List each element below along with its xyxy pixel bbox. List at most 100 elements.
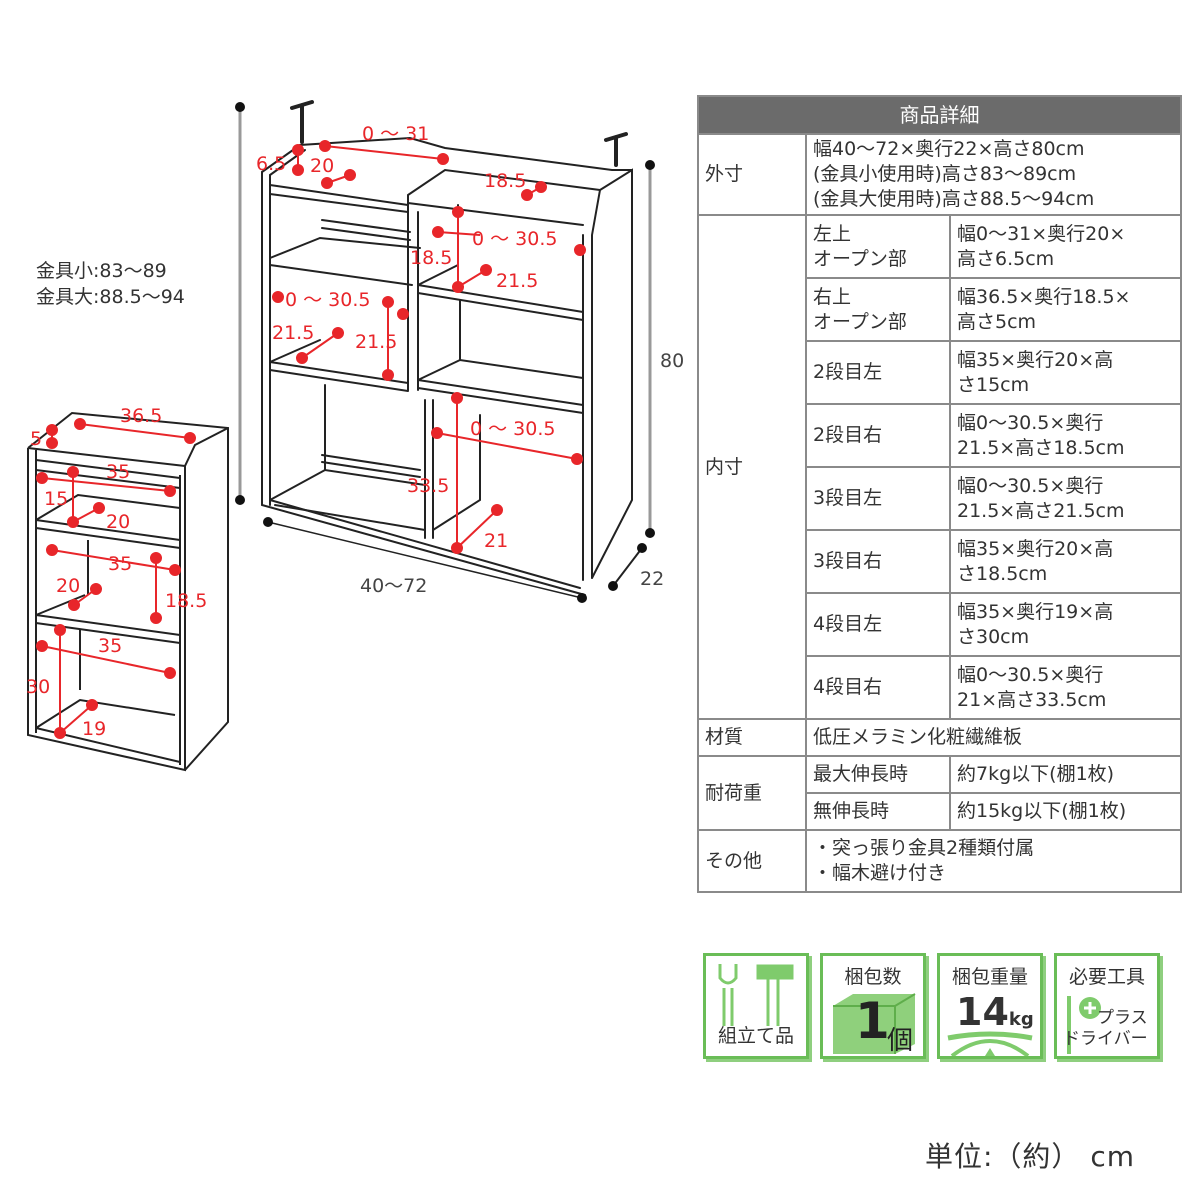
label-right2-height: 18.5: [410, 247, 452, 269]
package-weight-value: 14: [956, 990, 1009, 1034]
name-line: 右上: [813, 285, 852, 308]
load-row-name: 最大伸長時: [805, 755, 951, 794]
name-line: 左上: [813, 222, 852, 245]
inner-row-name: 3段目左: [805, 466, 951, 531]
value-line: 21.5×高さ18.5cm: [957, 436, 1125, 459]
main-outer-dimensions: 80 22 40〜72: [235, 102, 684, 603]
name-line: オープン部: [813, 310, 907, 333]
label-small-shelf3-width: 35: [108, 553, 132, 575]
small-fitting-height: 金具小:83〜89: [36, 260, 167, 282]
value-line: 高さ6.5cm: [957, 247, 1055, 270]
outer-label: 外寸: [697, 133, 807, 216]
value-line: さ18.5cm: [957, 562, 1048, 585]
value-line: 幅36.5×奥行18.5×: [957, 285, 1131, 308]
package-weight-badge: 梱包重量 14kg: [937, 953, 1043, 1059]
material-label: 材質: [697, 718, 807, 757]
label-top-right-depth: 18.5: [484, 170, 526, 192]
inner-row-value: 幅35×奥行20×高さ15cm: [949, 340, 1182, 405]
value-line: さ15cm: [957, 373, 1030, 396]
inner-row-name: 2段目右: [805, 403, 951, 468]
inner-row-name: 4段目左: [805, 592, 951, 657]
product-badges: 組立て品 梱包数 1 個 梱包重量 14kg 必要工具 プラス ドライバー: [703, 953, 1160, 1059]
required-tool-badge: 必要工具 プラス ドライバー: [1054, 953, 1160, 1059]
small-shelf-drawing: [27, 411, 229, 772]
package-weight-display: 14kg: [956, 990, 1034, 1034]
value-line: 幅0〜30.5×奥行: [957, 411, 1104, 434]
inner-label: 内寸: [697, 214, 807, 720]
label-small-top-height: 5: [30, 428, 42, 450]
table-row: 内寸 左上オープン部 幅0〜31×奥行20×高さ6.5cm: [697, 214, 1182, 720]
label-small-shelf3-height: 18.5: [165, 590, 207, 612]
load-row-name: 無伸長時: [805, 792, 951, 831]
inner-row-value: 幅36.5×奥行18.5×高さ5cm: [949, 277, 1182, 342]
main-inner-dimensions: [272, 140, 586, 554]
required-tool-title: 必要工具: [1068, 966, 1145, 988]
value-line: 21.5×高さ21.5cm: [957, 499, 1125, 522]
table-row: 外寸 幅40〜72×奥行22×高さ80cm (金具小使用時)高さ83〜89cm …: [697, 133, 1182, 216]
other-value: ・突っ張り金具2種類付属 ・幅木避け付き: [805, 829, 1182, 893]
label-small-shelf2-depth: 20: [106, 511, 130, 533]
overall-width-label: 40〜72: [360, 575, 427, 597]
inner-row-value: 幅35×奥行20×高さ18.5cm: [949, 529, 1182, 594]
inner-row-name: 4段目右: [805, 655, 951, 720]
material-value: 低圧メラミン化粧繊維板: [805, 718, 1182, 757]
package-count-value: 1: [855, 992, 890, 1050]
value-line: 幅0〜30.5×奥行: [957, 474, 1104, 497]
label-small-shelf4-depth: 19: [82, 718, 106, 740]
label-small-shelf4-width: 35: [98, 635, 122, 657]
table-row: 耐荷重 最大伸長時 約7kg以下(棚1枚): [697, 755, 1182, 831]
small-inner-dimensions: [36, 418, 196, 739]
value-line: さ30cm: [957, 625, 1030, 648]
other-line: ・突っ張り金具2種類付属: [813, 837, 1035, 859]
other-line: ・幅木避け付き: [813, 862, 947, 884]
product-spec-table: 商品詳細 外寸 幅40〜72×奥行22×高さ80cm (金具小使用時)高さ83〜…: [697, 95, 1182, 893]
load-label: 耐荷重: [697, 755, 807, 831]
value-line: 幅35×奥行20×高: [957, 537, 1114, 560]
table-row: 無伸長時 約15kg以下(棚1枚): [698, 792, 1182, 831]
outer-line: (金具大使用時)高さ88.5〜94cm: [813, 188, 1095, 210]
overall-height-label: 80: [660, 350, 684, 372]
table-row: 材質 低圧メラミン化粧繊維板: [697, 718, 1182, 757]
label-left3-depth: 21.5: [272, 322, 314, 344]
label-small-shelf2-height: 15: [44, 488, 68, 510]
label-small-top-width: 36.5: [120, 405, 162, 427]
unit-note: 単位:（約） cm: [925, 1140, 1136, 1173]
value-line: 幅0〜31×奥行20×: [957, 222, 1126, 245]
load-row-value: 約7kg以下(棚1枚): [949, 755, 1182, 794]
package-count-unit: 個: [887, 1026, 914, 1056]
main-inner-dimension-labels: 0 〜 31 6.5 20 18.5 18.5 0 〜 30.5 21.5 0 …: [256, 123, 557, 552]
label-left3-width: 0 〜 30.5: [285, 289, 370, 311]
value-line: 21×高さ33.5cm: [957, 688, 1107, 711]
tool-name-line2: ドライバー: [1063, 1029, 1148, 1049]
package-count-title: 梱包数: [844, 966, 902, 988]
inner-row-name: 3段目右: [805, 529, 951, 594]
overall-depth-label: 22: [640, 568, 664, 590]
package-count-badge: 梱包数 1 個: [820, 953, 926, 1059]
inner-row-name: 右上オープン部: [805, 277, 951, 342]
name-line: オープン部: [813, 247, 907, 270]
value-line: 高さ5cm: [957, 310, 1037, 333]
large-fitting-height: 金具大:88.5〜94: [36, 286, 185, 308]
height-with-fittings-note: 金具小:83〜89 金具大:88.5〜94: [36, 258, 185, 310]
inner-row-value: 幅0〜31×奥行20×高さ6.5cm: [949, 214, 1182, 279]
table-row: その他 ・突っ張り金具2種類付属 ・幅木避け付き: [697, 829, 1182, 893]
table-row: 右上オープン部 幅36.5×奥行18.5×高さ5cm: [698, 277, 1182, 342]
label-top-left-width: 0 〜 31: [362, 123, 429, 145]
inner-row-value: 幅35×奥行19×高さ30cm: [949, 592, 1182, 657]
main-shelf-drawing: [261, 100, 633, 596]
label-right4-depth: 21: [484, 530, 508, 552]
table-row: 4段目左 幅35×奥行19×高さ30cm: [698, 592, 1182, 657]
load-row-value: 約15kg以下(棚1枚): [949, 792, 1182, 831]
screwdriver-icon: [1067, 996, 1101, 1054]
inner-row-name: 左上オープン部: [805, 214, 951, 279]
inner-row-name: 2段目左: [805, 340, 951, 405]
value-line: 幅35×奥行20×高: [957, 348, 1114, 371]
assembly-label: 組立て品: [717, 1025, 794, 1047]
small-inner-dimension-labels: 36.5 5 35 15 20 35 20 18.5 35 30 19: [26, 405, 207, 740]
tool-name-line1: プラス: [1097, 1008, 1148, 1028]
